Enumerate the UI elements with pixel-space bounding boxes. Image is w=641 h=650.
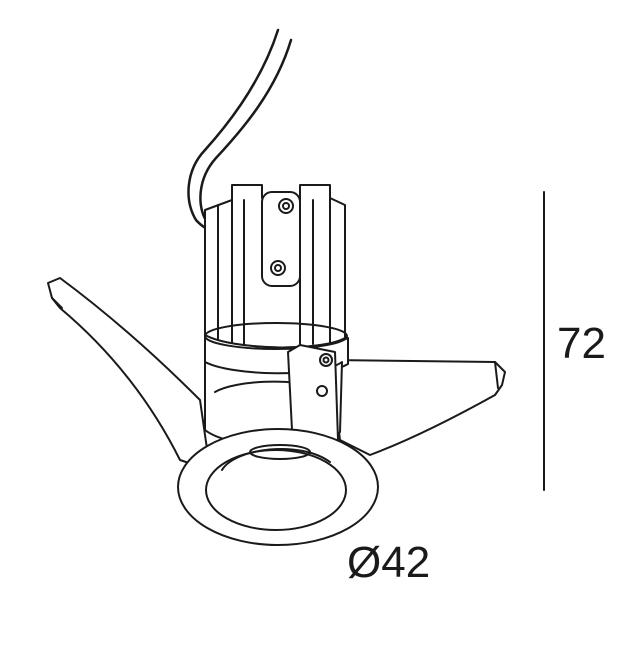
terminal-block: [261, 191, 301, 287]
clip-bracket: [287, 344, 339, 441]
right-spring-clip: [329, 359, 506, 456]
height-dimension-label: 72: [557, 319, 606, 368]
trim-bezel: [177, 428, 379, 546]
diameter-dimension-label: Ø42: [347, 538, 431, 587]
left-spring-clip: [47, 277, 211, 471]
